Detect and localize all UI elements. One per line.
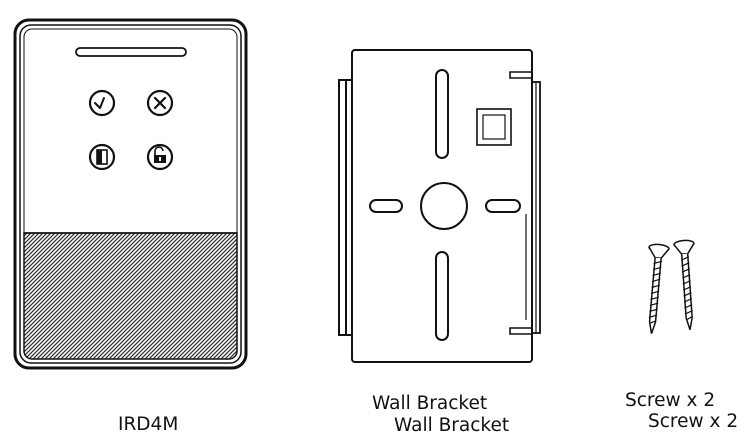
card-reader-area	[23, 232, 238, 360]
screw-right	[673, 239, 695, 331]
screw-label-line1: Screw x 2	[625, 390, 716, 411]
screw-label-line2: Screw x 2	[648, 411, 739, 432]
bracket-slot-top	[435, 69, 449, 159]
close-icon	[146, 89, 174, 117]
unlock-icon	[146, 143, 174, 171]
ird4m-device	[13, 18, 248, 370]
bracket-slot-bottom	[435, 251, 449, 341]
status-indicator-bar	[75, 47, 187, 57]
bracket-slot-left	[369, 199, 403, 213]
door-icon	[88, 143, 116, 171]
bracket-label-line2: Wall Bracket	[394, 415, 510, 436]
bracket-center-hole	[420, 182, 468, 230]
bracket-top-hook	[509, 71, 532, 79]
wall-bracket	[338, 49, 541, 363]
screws	[648, 239, 695, 334]
screw-left	[648, 243, 670, 334]
device-label: IRD4M	[118, 414, 179, 435]
bracket-bottom-hook	[509, 327, 532, 335]
bracket-slot-right	[485, 199, 521, 213]
bracket-label-line1: Wall Bracket	[372, 393, 488, 414]
check-icon	[88, 89, 116, 117]
